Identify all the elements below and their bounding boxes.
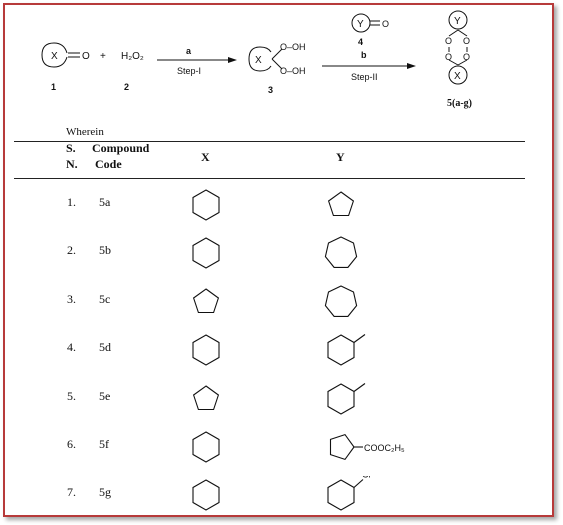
row-compound-code: 5a [99,195,111,209]
row-serial-number: 5. [67,389,76,403]
row-serial-number: 6. [67,437,76,451]
x-structure [192,431,220,463]
product-label: 5(a-g) [447,98,472,109]
table-top-rule [14,141,525,142]
cyclohexane-ring [192,431,220,463]
x-structure [192,385,220,411]
table-caption: Wherein [66,126,104,138]
cyclohexane-ring [192,334,220,366]
cyclohexane-ring [327,479,355,511]
ester-substituent: COOC₂H₅ [364,443,405,453]
reagent4-oxygen: O [382,19,389,29]
product-oxygen-1: O [445,36,452,46]
arrow2-step: Step-II [351,72,378,82]
table-row: 6. 5f COOC₂H₅ [0,428,560,476]
cycloheptane-ring [324,285,358,317]
table-row: 2. 5b [0,234,560,282]
reaction-scheme: X O 1 + H₂O₂ 2 a Step-I X O–OH O–OH 3 Y … [41,10,472,109]
row-serial-number: 4. [67,340,76,354]
row-serial-number: 7. [67,485,76,499]
header-sn-line1: S. [66,141,76,155]
intermediate-label: 3 [268,85,273,95]
methyl-bond [353,334,366,343]
arrow1-reagent: a [186,46,192,56]
intermediate-peroxide-top: O–OH [280,42,306,52]
methyl-bond [353,383,366,392]
x-structure [192,479,220,511]
cyclohexane-ring [192,237,220,269]
intermediate-atom: X [255,55,262,66]
row-compound-code: 5e [99,389,111,403]
arrow1-step: Step-I [177,66,201,76]
intermediate-peroxide-bottom: O–OH [280,66,306,76]
y-structure: Cl [327,476,371,511]
arrow2-reagent: b [361,50,367,60]
table-header-rule [14,178,525,179]
row-serial-number: 2. [67,243,76,257]
cyclopentane-ring [192,288,220,314]
row-serial-number: 1. [67,195,76,209]
header-code-line2: Code [95,157,122,171]
product-top-atom: Y [454,16,461,27]
y-structure [324,236,358,268]
reactant2-label: 2 [124,82,129,92]
cyclopentane-ring [329,433,355,461]
table-row: 1. 5a [0,186,560,234]
row-compound-code: 5c [99,292,111,306]
reactant1-ring [41,42,68,68]
table-row: 4. 5d [0,331,560,379]
cyclopentane-ring [192,385,220,411]
header-x: X [201,150,210,164]
plus-sign: + [100,51,106,62]
row-compound-code: 5g [99,485,111,499]
table-row: 5. 5e [0,380,560,428]
figure-frame [3,3,554,517]
header-sn-line2: N. [66,157,78,171]
table-row: 7. 5g Cl [0,476,560,524]
row-compound-code: 5f [99,437,109,451]
row-compound-code: 5d [99,340,111,354]
reactant1-atom: X [51,51,58,62]
x-structure [192,288,220,314]
header-code-line1: Compound [92,141,150,155]
reagent4-label: 4 [358,37,363,47]
cyclohexane-ring [327,334,355,366]
cycloheptane-ring [324,236,358,268]
product-bottom-atom: X [454,71,461,82]
cyclohexane-ring [192,189,220,221]
intermediate-ring [248,46,272,72]
cyclopentane-ring [327,191,355,217]
x-structure [192,334,220,366]
reagent4-atom: Y [357,19,364,30]
row-compound-code: 5b [99,243,111,257]
cyclohexane-ring [327,383,355,415]
x-structure [192,189,220,221]
row-serial-number: 3. [67,292,76,306]
product-oxygen-4: O [463,52,470,62]
product-oxygen-3: O [445,52,452,62]
y-structure: COOC₂H₅ [329,433,405,461]
chloro-substituent: Cl [362,476,371,480]
chloro-bond [353,479,364,488]
header-y: Y [336,150,345,164]
y-structure [327,383,366,415]
reactant2: H₂O₂ [121,51,144,62]
reactant1-label: 1 [51,82,56,92]
y-structure [327,191,355,217]
product-oxygen-2: O [463,36,470,46]
y-structure [324,285,358,317]
table-row: 3. 5c [0,283,560,331]
y-structure [327,334,366,366]
x-structure [192,237,220,269]
reactant1-oxygen: O [82,51,90,62]
cyclohexane-ring [192,479,220,511]
